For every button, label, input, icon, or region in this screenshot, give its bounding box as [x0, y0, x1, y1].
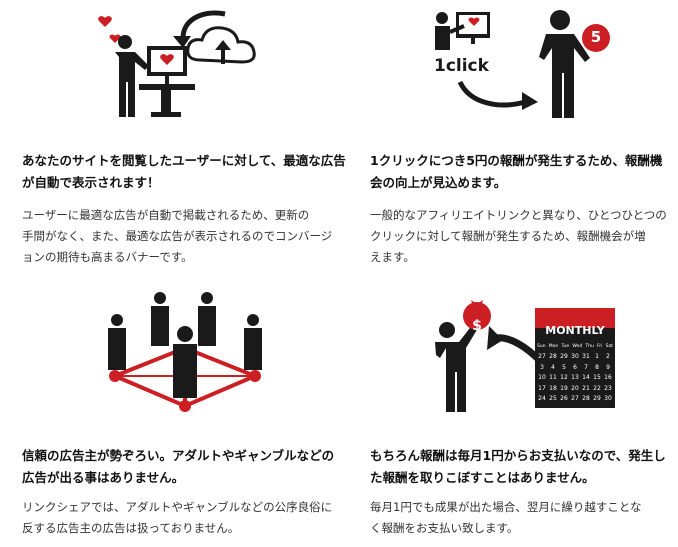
feature-description: 毎月1円でも成果が出た場合、翌月に繰り越すことな く報酬をお支払い致します。: [370, 500, 642, 535]
heart-icon: [98, 16, 112, 27]
auto-ads-illustration: [95, 8, 285, 123]
calendar-day: 30: [604, 395, 612, 402]
calendar-day: 27: [538, 353, 546, 360]
calendar-weekday: Fri: [597, 344, 603, 349]
calendar-day: 29: [560, 353, 568, 360]
feature-auto-ads: あなたのサイトを閲覧したユーザーに対して、最適な広告 が自動で表示されます！ ユ…: [0, 0, 346, 280]
calendar-day: 27: [571, 395, 579, 402]
calendar-weekday: Sat: [605, 344, 613, 349]
feature-description: ユーザーに最適な広告が自動で掲載されるため、更新の 手間がなく、また、最適な広告…: [22, 208, 333, 264]
feature-trusted-advertisers: 信頼の広告主が勢ぞろい。アダルトやギャンブルなどの 広告が出る事はありません。 …: [0, 280, 334, 547]
calendar-day: 7: [584, 363, 588, 371]
calendar-day: 20: [571, 384, 579, 392]
calendar-day: 10: [538, 374, 546, 381]
calendar-weekday: Wed: [572, 344, 583, 349]
calendar-day: 30: [571, 353, 579, 360]
click-label: 1click: [434, 56, 489, 76]
feature-title: 信頼の広告主が勢ぞろい。アダルトやギャンブルなどの 広告が出る事はありません。: [22, 448, 335, 485]
feature-title: 1クリックにつき5円の報酬が発生するため、報酬機 会の向上が見込めます。: [370, 153, 663, 190]
advertiser-network-icon: [108, 292, 262, 412]
money-bag-symbol: $: [472, 318, 482, 334]
calendar-day: 18: [549, 384, 557, 392]
advertisers-illustration: [95, 286, 275, 416]
feature-title: あなたのサイトを閲覧したユーザーに対して、最適な広告 が自動で表示されます！: [22, 153, 346, 190]
calendar-day: 3: [540, 363, 544, 371]
click-reward-icon: [435, 10, 610, 118]
calendar-day: 28: [582, 395, 590, 402]
calendar-day: 11: [549, 374, 557, 381]
calendar-day: 23: [604, 384, 612, 392]
calendar-day: 4: [551, 363, 555, 371]
calendar-day: 15: [593, 374, 601, 381]
calendar-day: 26: [560, 395, 568, 402]
calendar-day: 16: [604, 374, 612, 381]
calendar-day: 8: [595, 363, 599, 371]
calendar-day: 12: [560, 374, 568, 381]
calendar-day: 17: [538, 384, 546, 392]
monthly-calendar-money-icon: [435, 300, 615, 412]
calendar-weekday: Tue: [561, 344, 570, 349]
reward-badge: 5: [590, 28, 602, 46]
calendar-day: 25: [549, 395, 557, 402]
calendar-weekday: Thu: [585, 344, 594, 349]
calendar-day: 1: [595, 353, 599, 360]
calendar-day: 9: [606, 363, 610, 371]
calendar-title: MONTHLY: [545, 324, 605, 337]
calendar-day: 29: [593, 395, 601, 402]
calendar-day: 21: [582, 384, 590, 392]
per-click-illustration: 1click 5: [430, 4, 620, 126]
calendar-day: 14: [582, 374, 590, 381]
calendar-weekday: Mon: [548, 344, 559, 349]
feature-title: もちろん報酬は毎月1円からお支払いなので、発生し た報酬を取りこぼすことはありま…: [370, 448, 666, 485]
feature-description: リンクシェアでは、アダルトやギャンブルなどの公序良俗に 反する広告主の広告は扱っ…: [22, 500, 333, 535]
calendar-day: 31: [582, 353, 590, 360]
feature-per-click: 1click 5 1クリックにつき5円の報酬が発生するため、報酬機 会の向上が見…: [345, 0, 678, 280]
calendar-weekday: Sun: [537, 344, 546, 349]
feature-description: 一般的なアフィリエイトリンクと異なり、ひとつひとつの クリックに対して報酬が発生…: [370, 208, 667, 264]
calendar-day: 24: [538, 395, 546, 402]
heart-icon: [160, 54, 174, 65]
calendar-day: 19: [560, 384, 568, 392]
calendar-day: 13: [571, 374, 579, 381]
calendar-day: 2: [606, 353, 610, 360]
calendar-day: 22: [593, 384, 601, 392]
user-at-computer-cloud-icon: [98, 10, 256, 117]
heart-icon: [109, 34, 121, 43]
calendar-day: 28: [549, 353, 557, 360]
heart-icon: [468, 17, 480, 26]
calendar-day: 5: [562, 363, 566, 371]
calendar-day: 6: [573, 363, 577, 371]
